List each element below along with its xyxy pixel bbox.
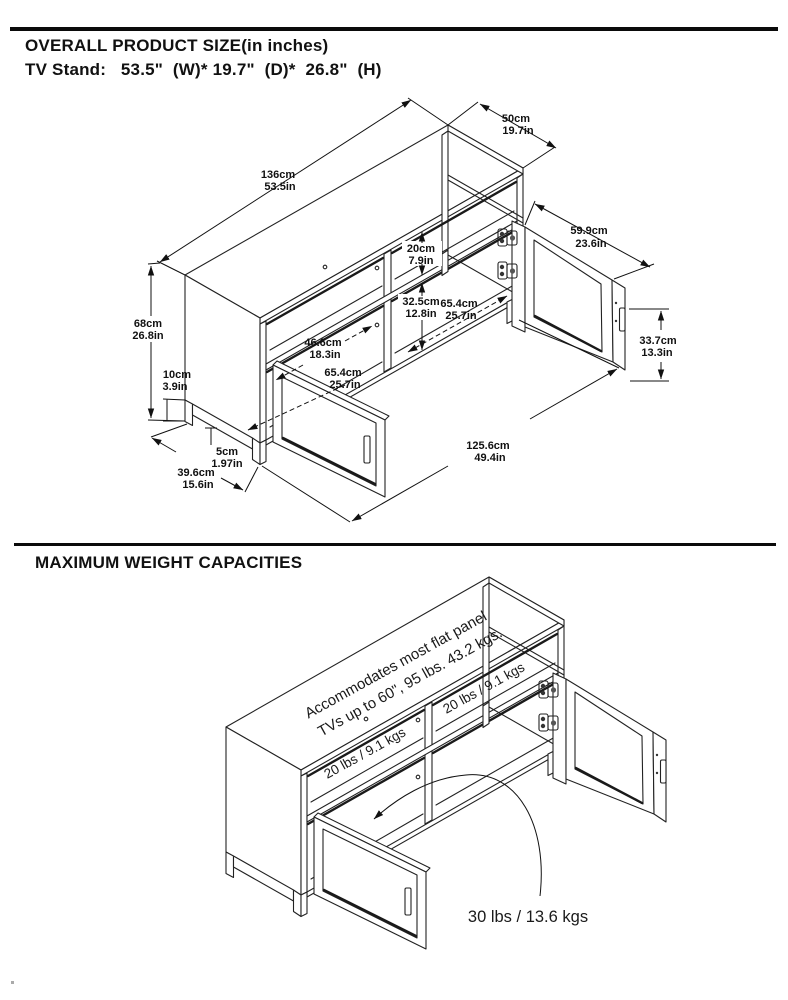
dim-front-width-in: 49.4in	[474, 452, 505, 464]
dim-apron-height-cm: 5cm	[216, 446, 238, 458]
dim-overall-depth-in: 19.7in	[502, 125, 533, 137]
dim-overall-width-in: 53.5in	[264, 181, 295, 193]
dim-upper-opening-cm: 20cm	[407, 243, 435, 255]
dim-base-depth-in: 15.6in	[182, 479, 213, 491]
hinge	[497, 228, 518, 247]
dim-base-depth-cm: 39.6cm	[177, 467, 215, 479]
dim-door-height-in: 13.3in	[641, 347, 672, 359]
bottom-capacity-label: 30 lbs / 13.6 kgs	[468, 908, 588, 926]
dim-lower-door-width-in: 25.7in	[329, 379, 360, 391]
door-handle	[363, 435, 371, 464]
dim-lower-opening-in: 12.8in	[405, 308, 436, 320]
left-door-open	[272, 360, 390, 498]
dim-overall-height-cm: 68cm	[134, 318, 162, 330]
capacity-arrow	[373, 774, 542, 897]
dim-compartment-width-cm: 65.4cm	[440, 298, 478, 310]
dim-shelf-width-cm: 46.6cm	[304, 337, 342, 349]
dim-door-width-in: 23.6in	[575, 238, 606, 250]
door-handle	[618, 307, 626, 332]
print-artifact-dot	[11, 981, 14, 984]
section1-title: OVERALL PRODUCT SIZE(in inches)	[25, 36, 329, 55]
dim-base-height-in: 3.9in	[162, 381, 187, 393]
dim-compartment-width-in: 25.7in	[445, 310, 476, 322]
dim-overall-height-in: 26.8in	[132, 330, 163, 342]
shelf-pin-hole	[322, 264, 328, 270]
dim-lower-opening-cm: 32.5cm	[402, 296, 440, 308]
overall-size-figure-dimensions: 136cm 53.5in 50cm 19.7in 59.9cm 23.6in 2…	[132, 97, 677, 523]
dim-overall-width-cm: 136cm	[261, 169, 295, 181]
dim-base-height-cm: 10cm	[163, 369, 191, 381]
dim-shelf-width-in: 18.3in	[309, 349, 340, 361]
dim-overall-depth-cm: 50cm	[502, 113, 530, 125]
product-size-line: TV Stand: 53.5" (W)* 19.7" (D)* 26.8" (H…	[25, 60, 382, 79]
dim-upper-opening-in: 7.9in	[408, 255, 433, 267]
dim-apron-height-in: 1.97in	[211, 458, 242, 470]
top-divider	[10, 27, 778, 31]
dim-door-width-cm: 59.9cm	[570, 225, 608, 237]
dim-front-width-cm: 125.6cm	[466, 440, 510, 452]
section2-title: MAXIMUM WEIGHT CAPACITIES	[35, 553, 303, 572]
dim-door-height-cm: 33.7cm	[639, 335, 677, 347]
dim-lower-door-width-cm: 65.4cm	[324, 367, 362, 379]
shelf-pin-hole	[374, 322, 380, 328]
shelf-pin-hole	[374, 265, 380, 271]
section-divider	[14, 543, 776, 546]
hinge	[497, 261, 518, 280]
